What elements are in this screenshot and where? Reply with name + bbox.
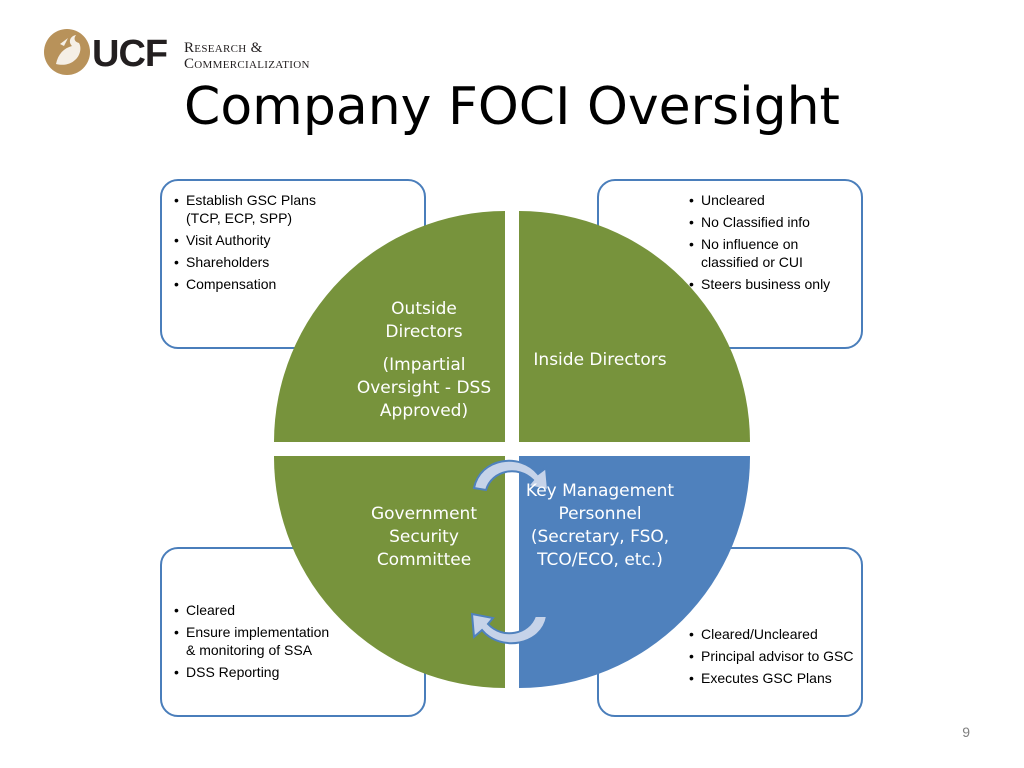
bullet-item: Compensation (172, 275, 332, 293)
quadrant-bottom-left (273, 456, 505, 688)
box-top-right: Uncleared No Classified info No influence … (597, 179, 863, 349)
bullet-item: Principal advisor to GSC (687, 647, 857, 665)
quadrant-sublabel-outside-directors: (Impartial Oversight - DSS Approved) (356, 355, 492, 421)
quadrant-top-right (519, 211, 750, 442)
bullet-item: Cleared/Uncleared (687, 625, 857, 643)
logo-line-1: Research & (184, 40, 263, 56)
bullet-list: ClearedEnsure implementation & monitorin… (172, 601, 332, 685)
quadrant-label-inside-directors: Inside Directors (533, 350, 667, 370)
quadrant-bottom-right (519, 456, 751, 688)
bullet-item: Steers business only (687, 275, 857, 293)
quadrant-label-outside-directors: Outside Directors (385, 299, 463, 342)
bullet-list: Establish GSC Plans (TCP, ECP, SPP) Visit… (172, 191, 332, 297)
bullet-item: No influence on classified or CUI (687, 235, 857, 271)
bullet-item: Ensure implementation & monitoring of SS… (172, 623, 332, 659)
quadrant-label-kmp: Key Management Personnel (Secretary, FSO… (525, 481, 675, 570)
bullet-item: Shareholders (172, 253, 332, 271)
slide-title: Company FOCI Oversight (184, 77, 840, 137)
page-number: 9 (962, 724, 970, 740)
logo-text: Research & Commercialization (184, 40, 310, 72)
bullet-list: Uncleared No Classified info No influence … (687, 191, 857, 297)
bullet-item: Cleared (172, 601, 332, 619)
quadrant-label-gsc: Government Security Committee (370, 504, 478, 570)
logo-mark: UCF (92, 33, 168, 75)
bullet-item: Establish GSC Plans (TCP, ECP, SPP) (172, 191, 332, 227)
bullet-item: Visit Authority (172, 231, 332, 249)
quadrant-top-left (274, 211, 505, 442)
bullet-item: DSS Reporting (172, 663, 332, 681)
bullet-item: Uncleared (687, 191, 857, 209)
bullet-item: Executes GSC Plans (687, 669, 857, 687)
bullet-item: No Classified info (687, 213, 857, 231)
cycle-arrow-top-icon (472, 459, 550, 492)
cycle-arrow-bottom-icon (470, 612, 549, 645)
logo-line-2: Commercialization (184, 56, 310, 72)
bullet-list: Cleared/UnclearedPrincipal advisor to GS… (687, 625, 857, 691)
ucf-logo: UCF Research & Commercialization (42, 24, 352, 80)
pegasus-icon (44, 29, 90, 75)
